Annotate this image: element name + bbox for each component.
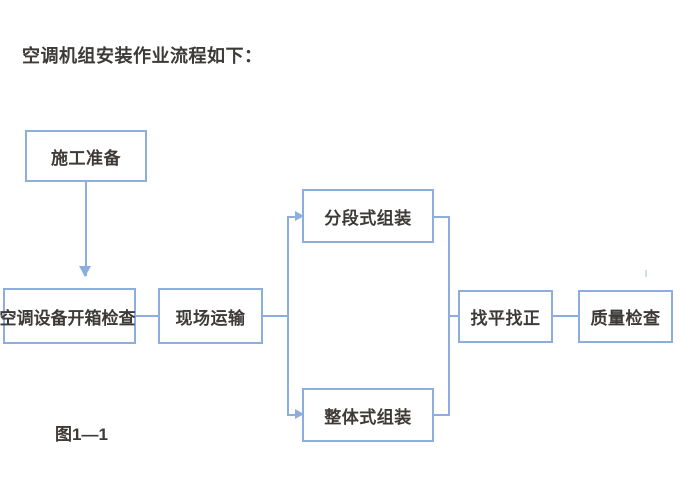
arrow-right-icon-segmented-assembly [295, 211, 304, 221]
connector-branch-to-integrated-assembly [287, 414, 301, 416]
branch-spine-left [287, 216, 289, 416]
connector-unpacking-to-transport [136, 315, 160, 317]
page-title: 空调机组安装作业流程如下： [22, 46, 263, 66]
arrow-down-icon-preparation-to-unpacking [79, 266, 91, 277]
node-construction-preparation[interactable]: 施工准备 [25, 130, 147, 182]
node-label-construction-preparation: 施工准备 [51, 148, 121, 168]
connector-integrated-assembly-to-merge [434, 414, 450, 416]
node-label-leveling-alignment: 找平找正 [470, 309, 541, 328]
node-equipment-unpacking-inspection[interactable]: 空调设备开箱检查 [0, 288, 136, 344]
node-label-onsite-transport: 现场运输 [175, 308, 246, 328]
node-label-segmented-assembly: 分段式组装 [324, 208, 412, 228]
figure-caption: 图1—1 [55, 425, 108, 444]
connector-transport-to-branch-stem [263, 315, 289, 317]
node-label-integrated-assembly: 整体式组装 [324, 407, 412, 427]
node-segmented-assembly[interactable]: 分段式组装 [302, 189, 434, 243]
node-label-quality-inspection: 质量检查 [590, 309, 661, 328]
arrow-right-icon-integrated-assembly [295, 409, 304, 419]
connector-preparation-to-unpacking [85, 182, 87, 276]
node-label-equipment-unpacking-inspection: 空调设备开箱检查 [0, 308, 136, 328]
connector-leveling-to-quality-inspection [553, 315, 578, 317]
stray-mark-artifact [645, 270, 647, 277]
node-leveling-alignment[interactable]: 找平找正 [458, 290, 553, 343]
connector-segmented-assembly-to-merge [434, 216, 450, 218]
node-onsite-transport[interactable]: 现场运输 [158, 288, 263, 344]
connector-merge-to-leveling [448, 315, 460, 317]
node-quality-inspection[interactable]: 质量检查 [578, 290, 673, 343]
node-integrated-assembly[interactable]: 整体式组装 [302, 388, 434, 442]
connector-branch-to-segmented-assembly [287, 216, 301, 218]
